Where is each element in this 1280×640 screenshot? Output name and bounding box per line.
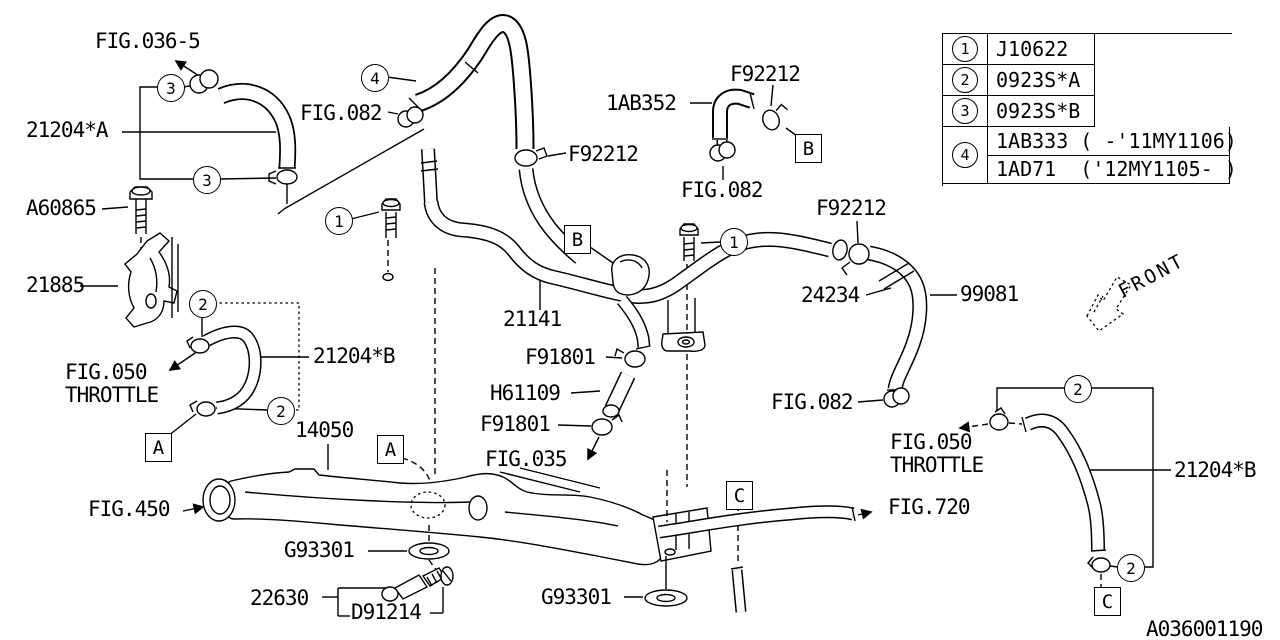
fig-050-right-label: FIG.050 xyxy=(890,430,973,454)
doc-number: A036001190 xyxy=(1146,617,1263,640)
callout-2: 2 xyxy=(267,397,295,425)
fig-082-mid-label: FIG.082 xyxy=(681,178,764,202)
clamp-f92212-top-label: F92212 xyxy=(730,62,801,86)
legend-part-4-1: 1AD71 ('12MY1105- ) xyxy=(988,155,1237,184)
part-g93301-right-label: G93301 xyxy=(541,585,612,609)
hose-99081-art xyxy=(832,220,957,408)
part-h61109-label: H61109 xyxy=(490,381,561,405)
legend-num-1: 1 xyxy=(943,34,988,65)
fig-082-right-label: FIG.082 xyxy=(771,390,854,414)
callout-4: 4 xyxy=(361,64,389,92)
callout-1: 1 xyxy=(720,228,748,256)
hose-4-art xyxy=(386,14,567,167)
legend-num-3: 3 xyxy=(943,96,988,127)
legend-part-4-0: 1AB333 ( -'11MY1106) xyxy=(988,127,1237,156)
section-box-b: B xyxy=(795,134,822,163)
bolt-a60865-label: A60865 xyxy=(26,196,97,220)
sensor-22630-art xyxy=(322,566,454,617)
section-box-b: B xyxy=(564,225,591,254)
fig-450-label: FIG.450 xyxy=(88,497,171,521)
part-21204-b-right-label: 21204*B xyxy=(1174,458,1257,482)
clamp-f92212-mid-label: F92212 xyxy=(568,142,639,166)
part-24234-label: 24234 xyxy=(801,283,860,307)
fig-082-top-left-label: FIG.082 xyxy=(300,101,383,125)
hose-21204b-right-art xyxy=(958,387,1171,587)
legend-part-3-0: 0923S*B xyxy=(988,96,1095,127)
legend-part-1-0: J10622 xyxy=(988,34,1095,65)
fig-050-left-label: FIG.050 xyxy=(65,360,148,384)
callout-3: 3 xyxy=(157,74,185,102)
legend-callout-1: 1 xyxy=(952,36,978,62)
elbow-1ab352-art xyxy=(690,84,798,180)
fig-035-label: FIG.035 xyxy=(485,447,568,471)
fig-036-5-label: FIG.036-5 xyxy=(95,29,201,53)
section-box-c: C xyxy=(1094,587,1121,616)
callout-3: 3 xyxy=(193,166,221,194)
fig-720-label: FIG.720 xyxy=(888,495,971,519)
legend-num-2: 2 xyxy=(943,65,988,96)
part-21204-b-left-label: 21204*B xyxy=(313,344,396,368)
part-21885-label: 21885 xyxy=(26,273,85,297)
legend-num-4: 4 xyxy=(943,127,988,184)
legend-callout-3: 3 xyxy=(952,98,978,124)
callout-2: 2 xyxy=(189,290,217,318)
hose-21204a-art xyxy=(122,60,298,204)
legend-callout-2: 2 xyxy=(952,67,978,93)
section-box-a: A xyxy=(377,435,404,464)
part-22630-label: 22630 xyxy=(250,586,309,610)
part-99081-label: 99081 xyxy=(960,282,1019,306)
waterpipe-14050-art xyxy=(182,444,873,613)
clamp-f92212-right-label: F92212 xyxy=(816,196,887,220)
part-g93301-left-label: G93301 xyxy=(284,538,355,562)
part-21141-label: 21141 xyxy=(503,307,562,331)
legend-callout-4: 4 xyxy=(952,142,978,168)
section-box-a: A xyxy=(145,433,172,462)
clamp-f91801-upper-label: F91801 xyxy=(525,345,596,369)
callout-2: 2 xyxy=(1064,375,1092,403)
throttle-left-label: THROTTLE xyxy=(65,383,159,407)
legend-table: 1 J10622 2 0923S*A 3 0923S*B 4 1AB333 ( -'11MY1… xyxy=(942,33,1237,186)
callout-1: 1 xyxy=(325,207,353,235)
part-d91214-label: D91214 xyxy=(351,600,422,624)
clamp-f91801-lower-label: F91801 xyxy=(480,412,551,436)
section-box-c: C xyxy=(726,481,753,510)
throttle-right-label: THROTTLE xyxy=(890,453,984,477)
part-21204-a-label: 21204*A xyxy=(26,118,109,142)
legend-part-2-0: 0923S*A xyxy=(988,65,1095,96)
part-1ab352-label: 1AB352 xyxy=(606,91,677,115)
callout-2: 2 xyxy=(1117,554,1145,582)
bracket-21885-art xyxy=(80,232,179,328)
part-14050-label: 14050 xyxy=(295,418,354,442)
hose-21204b-left-art xyxy=(167,302,309,437)
